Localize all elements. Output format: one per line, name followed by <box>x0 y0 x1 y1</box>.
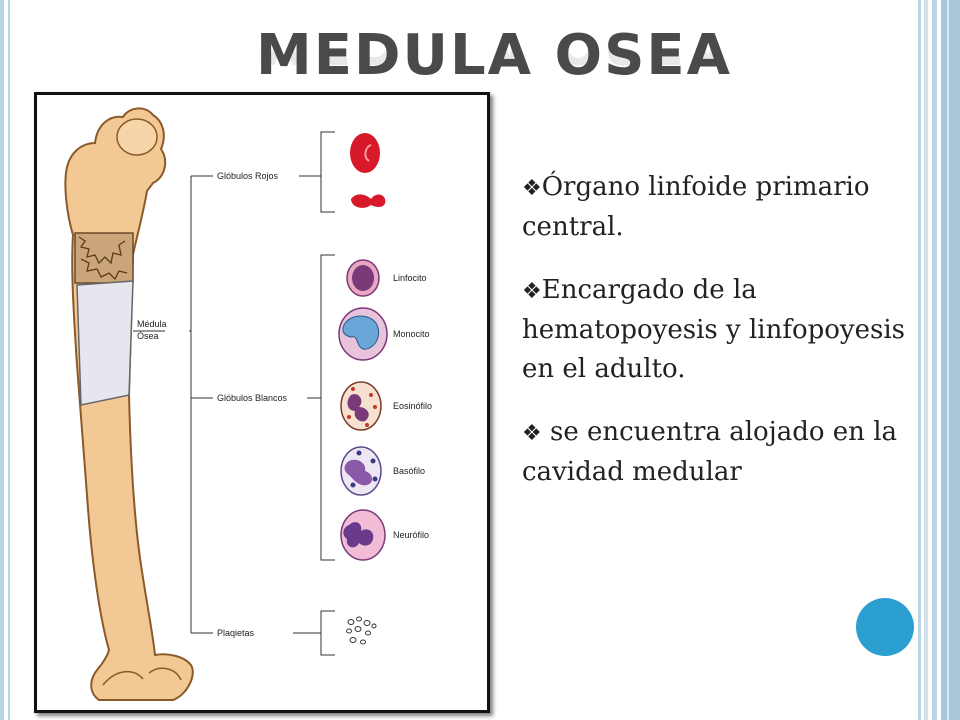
bullet-item: ❖ se encuentra alojado en la cavidad med… <box>522 413 922 492</box>
branch-platelets-label: Plaqietas <box>217 628 255 638</box>
accent-circle <box>856 598 914 656</box>
right-frame-bar <box>941 0 960 720</box>
spongy-texture <box>78 236 128 281</box>
eosinophil-icon <box>340 381 382 431</box>
bullet-text: se encuentra alojado en la cavidad medul… <box>522 417 898 487</box>
bullet-text: Órgano linfoide primario central. <box>522 172 870 242</box>
white-cell-label: Monocito <box>393 329 430 339</box>
white-cell-label: Basófilo <box>393 466 425 476</box>
marrow-cavity <box>76 280 134 406</box>
lymphocyte-icon <box>346 259 380 297</box>
red-cell-highlight <box>364 144 372 162</box>
white-cell-label: Neurófilo <box>393 530 429 540</box>
root-label-line2: Ósea <box>137 331 159 341</box>
basophil-icon <box>340 446 382 496</box>
right-frame-line <box>947 0 949 720</box>
diamond-bullet-icon: ❖ <box>522 176 542 201</box>
diagram-canvas: Médula Ósea Glóbulos Rojos Glóbulos Blan… <box>64 107 432 701</box>
branch-red-label: Glóbulos Rojos <box>217 171 279 181</box>
slide-title: MEDULA OSEA <box>256 23 732 88</box>
left-frame-bar <box>0 0 4 720</box>
right-frame-line <box>924 0 928 720</box>
diamond-bullet-icon: ❖ <box>522 421 542 446</box>
bullet-item: ❖Órgano linfoide primario central. <box>522 168 922 247</box>
diamond-bullet-icon: ❖ <box>522 279 542 304</box>
red-bracket <box>320 131 335 213</box>
platelets-icon <box>346 616 377 645</box>
white-bracket <box>320 254 335 561</box>
white-cell-label: Linfocito <box>393 273 427 283</box>
neutrophil-icon <box>340 509 386 561</box>
right-frame-line <box>932 0 937 720</box>
platelets-bracket <box>320 610 335 656</box>
white-cell-label: Eosinófilo <box>393 401 432 411</box>
root-label-line1: Médula <box>137 319 167 329</box>
bone-marrow-diagram: Médula Ósea Glóbulos Rojos Glóbulos Blan… <box>34 92 490 713</box>
monocyte-icon <box>338 307 388 361</box>
bullet-list: ❖Órgano linfoide primario central. ❖Enca… <box>522 168 922 516</box>
femur-head <box>116 118 158 156</box>
left-frame-line <box>8 0 10 720</box>
slide-title-reflection: MEDULA OSEA <box>256 48 726 76</box>
red-cell-side-icon <box>351 194 386 208</box>
bullet-text: Encargado de la hematopoyesis y linfopoy… <box>522 275 906 384</box>
branch-white-label: Glóbulos Blancos <box>217 393 288 403</box>
right-frame-line <box>918 0 921 720</box>
bullet-item: ❖Encargado de la hematopoyesis y linfopo… <box>522 271 922 389</box>
femur-condyles <box>102 667 182 686</box>
